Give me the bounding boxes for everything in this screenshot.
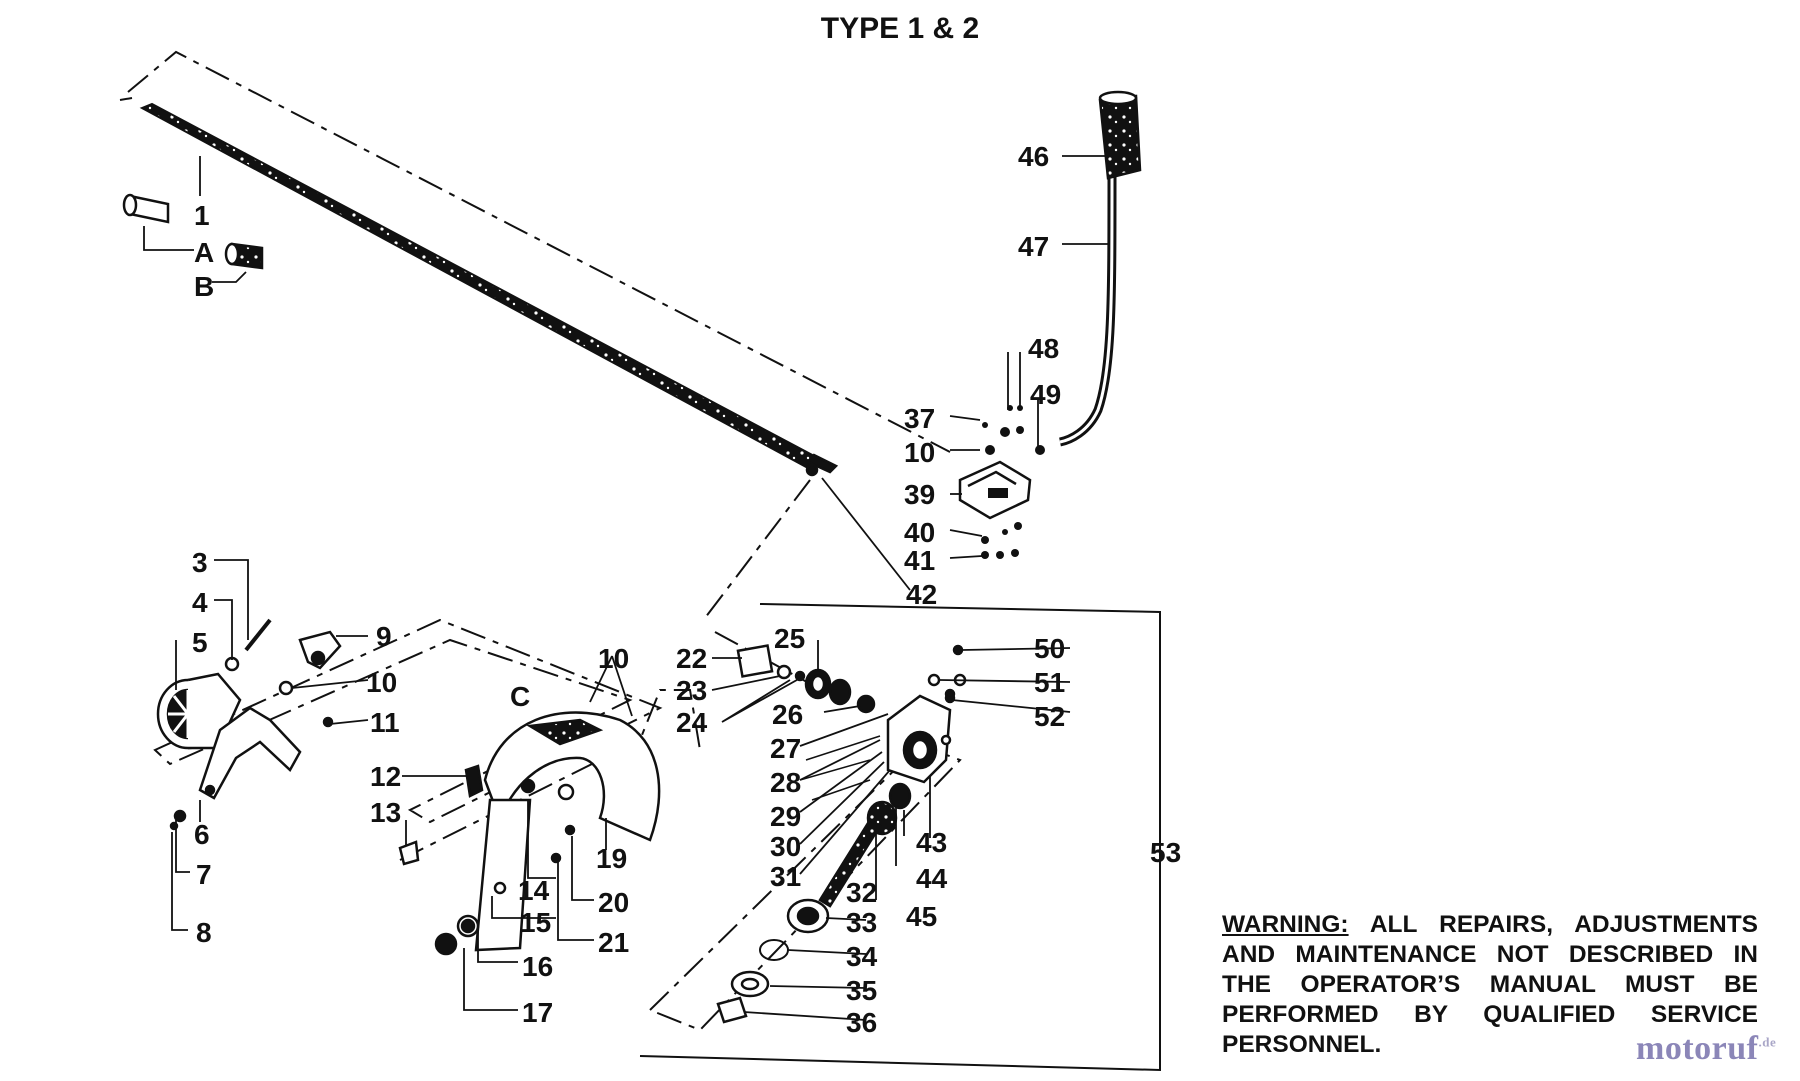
- clamp-12: [464, 764, 484, 798]
- dash-shaft-lower: [119, 97, 133, 101]
- warning-notice: WARNING: ALL REPAIRS, ADJUSTMENTS AND MA…: [1222, 910, 1758, 1060]
- callout-43: 43: [916, 827, 947, 858]
- callout-9: 9: [376, 621, 392, 652]
- handle-grip: [1098, 94, 1142, 180]
- callout-8: 8: [196, 917, 212, 948]
- wheel-arm: [198, 706, 302, 800]
- callout-31: 31: [770, 861, 801, 892]
- dash-shaft-upper: [127, 50, 951, 453]
- bracket-53: [639, 603, 1161, 1072]
- callout-10a: 10: [366, 667, 397, 698]
- callout-36: 36: [846, 1007, 877, 1038]
- motoruf-logo: motoruf.de: [1636, 1030, 1776, 1068]
- blade: [474, 798, 532, 952]
- dash-gearbox-box: [648, 743, 962, 1032]
- bracket-9: [298, 630, 342, 670]
- ring-34: [759, 939, 789, 961]
- diagram-title: TYPE 1 & 2: [820, 12, 980, 45]
- callout-53: 53: [1150, 837, 1181, 868]
- callout-10c: 10: [904, 437, 935, 468]
- callout-34: 34: [846, 941, 878, 972]
- callout-45: 45: [906, 901, 937, 932]
- callout-27: 27: [770, 733, 801, 764]
- callout-19: 19: [596, 843, 627, 874]
- callout-16: 16: [522, 951, 553, 982]
- callout-14: 14: [518, 875, 550, 906]
- callout-5: 5: [192, 627, 208, 658]
- clip-13: [398, 840, 420, 866]
- handle-bar-inner: [1059, 174, 1114, 444]
- callout-11: 11: [370, 707, 400, 738]
- callout-A: A: [194, 237, 214, 268]
- guard: [483, 711, 661, 842]
- callout-46: 46: [1018, 141, 1049, 172]
- callout-30: 30: [770, 831, 801, 862]
- washer-10a: [278, 680, 294, 696]
- callout-15: 15: [520, 907, 551, 938]
- gear-44: [888, 782, 912, 810]
- bolt-3: [244, 618, 272, 652]
- callout-40: 40: [904, 517, 935, 548]
- callout-10b: 10: [598, 643, 629, 674]
- callout-41: 41: [904, 545, 935, 576]
- callout-1: 1: [194, 200, 210, 231]
- callout-35: 35: [846, 975, 877, 1006]
- handle-bar: [1058, 174, 1117, 447]
- warning-text: ALL REPAIRS, ADJUSTMENTS AND MAINTENANCE…: [1222, 911, 1759, 1058]
- coupler-22: [736, 644, 774, 678]
- dash-guard-box: [399, 689, 701, 861]
- callout-48: 48: [1028, 333, 1059, 364]
- callout-12: 12: [370, 761, 401, 792]
- sleeve-36: [716, 996, 748, 1024]
- callout-24: 24: [676, 707, 708, 738]
- callout-22: 22: [676, 643, 707, 674]
- callout-49: 49: [1030, 379, 1061, 410]
- callout-C: C: [510, 681, 530, 712]
- dash-to-head: [704, 479, 811, 619]
- drive-shaft-tube: [139, 102, 820, 470]
- shaft-fitting: [805, 463, 819, 477]
- callout-20: 20: [598, 887, 629, 918]
- callout-26: 26: [772, 699, 803, 730]
- callout-13: 13: [370, 797, 401, 828]
- callout-44: 44: [916, 863, 948, 894]
- callout-42: 42: [906, 579, 937, 610]
- grip-cap: [1098, 90, 1138, 106]
- callout-28: 28: [770, 767, 801, 798]
- callout-23: 23: [676, 675, 707, 706]
- callout-32: 32: [846, 877, 877, 908]
- warning-label: WARNING:: [1222, 911, 1349, 938]
- nut-17: [434, 932, 458, 956]
- callout-17: 17: [522, 997, 553, 1028]
- callout-7: 7: [196, 859, 212, 890]
- callout-50: 50: [1034, 633, 1065, 664]
- callout-4: 4: [192, 587, 208, 618]
- callout-39: 39: [904, 479, 935, 510]
- callout-33: 33: [846, 907, 877, 938]
- callout-47: 47: [1018, 231, 1049, 262]
- dash-clamp-box: [153, 618, 663, 824]
- callout-3: 3: [192, 547, 208, 578]
- callout-25: 25: [774, 623, 805, 654]
- brand-suffix: .de: [1758, 1034, 1777, 1050]
- callout-52: 52: [1034, 701, 1065, 732]
- callout-6: 6: [194, 819, 210, 850]
- brand-name: motoruf: [1636, 1030, 1759, 1067]
- callout-29: 29: [770, 801, 801, 832]
- callout-B: B: [194, 271, 214, 302]
- callout-51: 51: [1034, 667, 1065, 698]
- callout-21: 21: [598, 927, 629, 958]
- callout-37: 37: [904, 403, 935, 434]
- shaft-end: [805, 453, 839, 474]
